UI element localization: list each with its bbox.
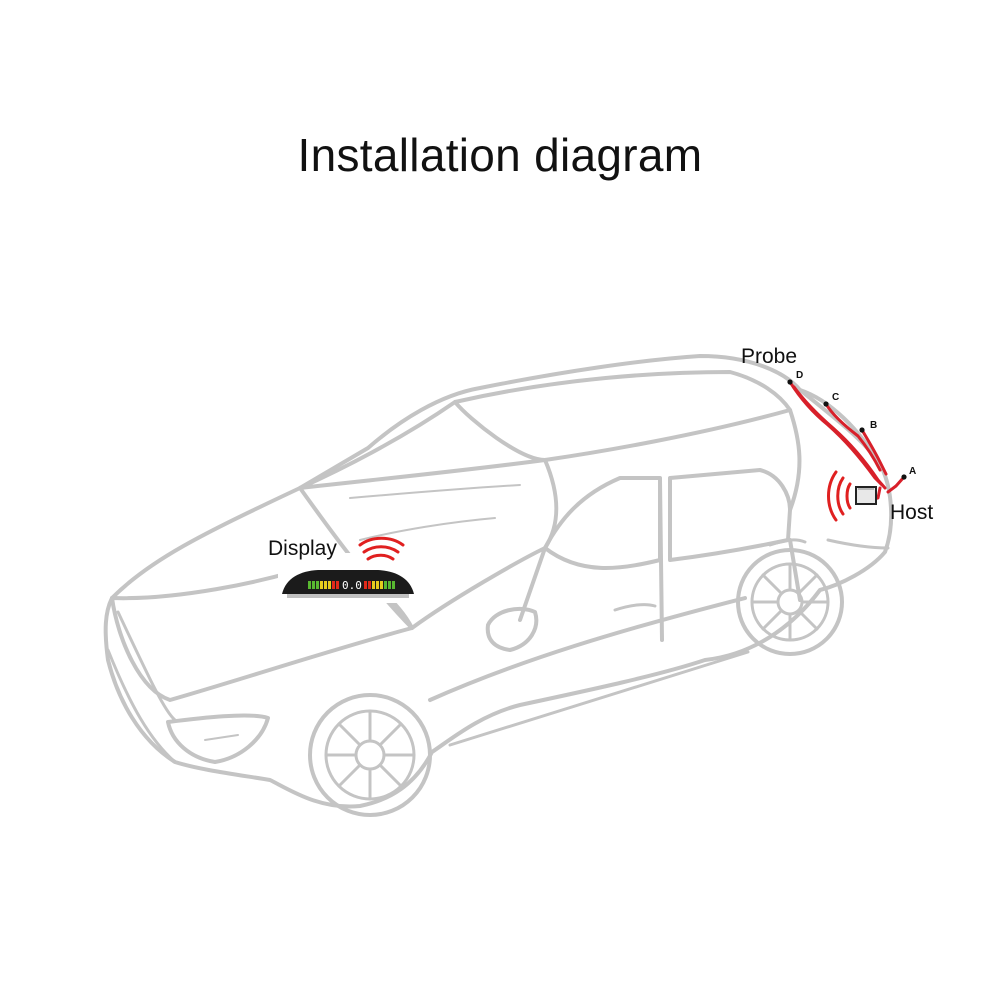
display-readout: 0.0 [342,579,362,592]
probe-point-a [901,474,907,480]
car-body-outline [103,354,894,809]
car-illustration [103,354,894,817]
probe-label-c: C [832,392,839,403]
display-left-bars [308,581,339,589]
probe-label: Probe [741,345,797,368]
car-rear-window [668,468,792,562]
host-signal-icon [827,470,852,522]
car-hood [110,558,414,702]
car-roof [298,370,792,490]
probe-label-b: B [870,420,877,431]
probe-label-a: A [909,466,916,477]
host-label: Host [890,501,933,524]
display-label: Display [268,537,337,560]
car-headlight [166,713,270,764]
display-signal-icon [358,536,405,561]
probe-point-b [859,427,865,433]
car-front-window [543,476,662,570]
probe-label-d: D [796,370,803,381]
display-unit: 0.0 [278,553,416,603]
probe-wiring [788,380,906,502]
car-side-mirror [485,606,539,652]
car-windshield [298,458,559,630]
rear-wheel [736,548,844,656]
page-title: Installation diagram [297,129,703,181]
probe-points [787,379,907,480]
host-unit [855,486,877,505]
probe-point-c [823,401,829,407]
display-right-bars [364,581,395,589]
front-wheel [308,693,432,817]
probe-point-d [787,379,793,385]
